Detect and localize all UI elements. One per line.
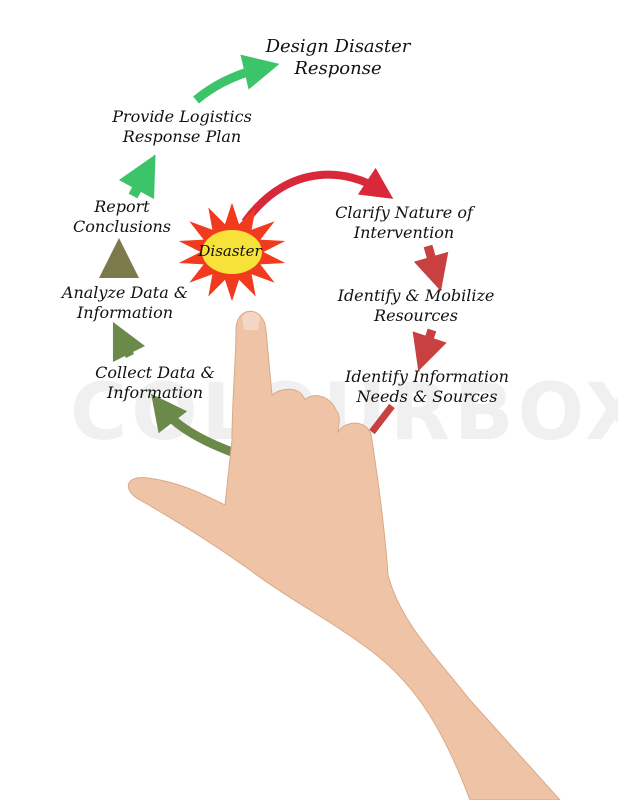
arrow-needs-to-finger xyxy=(369,403,395,435)
step-analyze-data: Analyze Data & Information xyxy=(62,283,188,323)
step-provide-logistics: Provide Logistics Response Plan xyxy=(112,107,252,147)
step-clarify-nature: Clarify Nature of Intervention xyxy=(335,203,473,243)
arrow-mobilize-to-needs xyxy=(412,328,447,372)
label-line: Intervention xyxy=(353,223,455,242)
arrow-finger-to-collect xyxy=(151,393,234,457)
step-report-conclusions: Report Conclusions xyxy=(73,197,171,237)
label-line: Identify & Mobilize xyxy=(337,286,495,305)
disaster-starburst xyxy=(178,202,286,302)
label-line: Clarify Nature of xyxy=(335,203,473,222)
label-line: Design Disaster xyxy=(265,36,411,57)
label-line: Provide Logistics xyxy=(112,107,252,126)
label-line: Report xyxy=(94,197,150,216)
label-line: Response xyxy=(294,58,382,79)
label-line: Information xyxy=(106,383,204,402)
arrow-logistics-to-design xyxy=(193,54,280,104)
step-collect-data: Collect Data & Information xyxy=(95,363,215,403)
label-line: Response Plan xyxy=(122,127,242,146)
step-design-disaster-response: Design Disaster Response xyxy=(266,36,411,80)
label-line: Analyze Data & xyxy=(61,283,189,302)
arrow-collect-to-analyze xyxy=(112,321,146,363)
label-line: Identify Information xyxy=(345,367,509,386)
step-identify-information-needs: Identify Information Needs & Sources xyxy=(345,367,509,407)
arrow-clarify-to-mobilize xyxy=(413,244,449,292)
step-identify-mobilize: Identify & Mobilize Resources xyxy=(338,286,495,326)
arrow-report-to-logistics xyxy=(118,154,156,200)
label-line: Information xyxy=(76,303,174,322)
label-line: Conclusions xyxy=(72,217,172,236)
pointing-hand xyxy=(128,310,561,800)
label-line: Collect Data & xyxy=(95,363,215,382)
label-line: Resources xyxy=(374,306,458,325)
label-line: Needs & Sources xyxy=(356,387,498,406)
center-disaster: Disaster xyxy=(198,242,262,260)
arrow-disaster-to-clarify xyxy=(241,167,394,225)
